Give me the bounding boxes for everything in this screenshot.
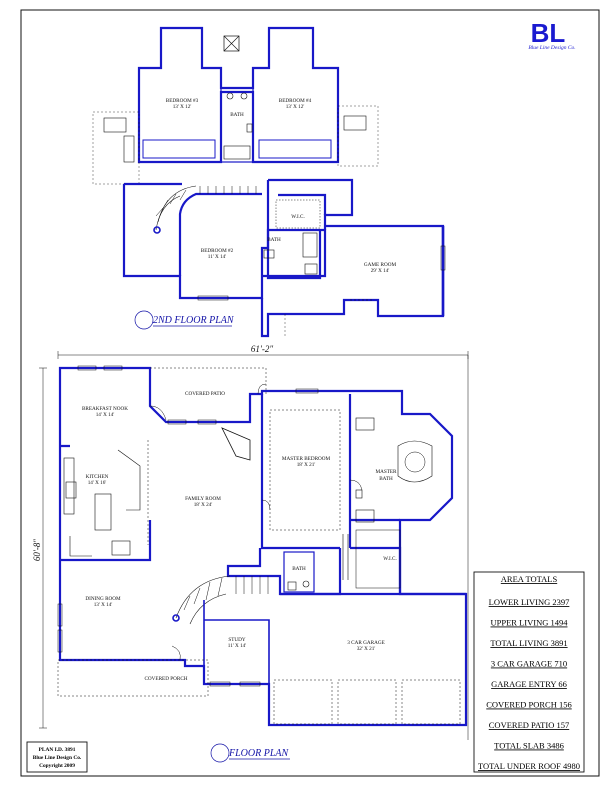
area-totals-table: AREA TOTALS [473,571,585,773]
area-row-6: COVERED PATIO 157 [489,720,569,730]
room-size-master: 18' X 21' [297,462,316,468]
room-name-breakfast: BREAKFAST NOOK [82,406,128,412]
area-row-0: LOWER LIVING 2397 [489,597,570,607]
first-floor-title-text: FLOOR PLAN [228,748,290,759]
area-totals-title: AREA TOTALS [501,574,558,584]
room-name-bath-lower: BATH [292,566,306,572]
width-dimension: 61'-2" [251,344,273,354]
room-name-kitchen: KITCHEN [86,474,109,480]
second-floor-title-text: 2ND FLOOR PLAN [153,315,235,326]
first-floor-plan [57,365,468,727]
room-size-game: 29' X 14' [371,268,390,274]
second-floor-title: 2ND FLOOR PLAN [134,310,235,330]
room-name-study: STUDY [228,637,246,643]
area-row-4: GARAGE ENTRY 66 [491,679,567,689]
room-size-bed3: 13' X 12' [173,104,192,110]
room-name-wic-upper: W.I.C. [291,214,305,220]
logo-script: Blue Line Design Co. [528,45,575,51]
room-name-garage: 3 CAR GARAGE [347,640,384,646]
room-size-bed4: 13' X 12' [286,104,305,110]
area-row-7: TOTAL SLAB 3486 [494,741,564,751]
room-size-study: 11' X 14' [228,643,246,649]
room-name-game: GAME ROOM [364,262,397,268]
room-name-covporch: COVERED PORCH [144,676,187,682]
company-logo: BL Blue Line Design Co. [528,18,575,51]
room-name-family: FAMILY ROOM [185,496,221,502]
area-row-1: UPPER LIVING 1494 [491,618,569,628]
room-name-bed2: BEDROOM #2 [201,248,234,254]
logo-letters: BL [531,18,566,48]
dimension-lines [39,351,469,740]
plan-id: PLAN I.D. 3891 [39,747,76,753]
area-row-2: TOTAL LIVING 3891 [490,638,567,648]
room-name-covpatio: COVERED PATIO [185,391,225,397]
room-name-bed4: BEDROOM #4 [279,98,312,104]
area-row-5: COVERED PORCH 156 [486,700,571,710]
depth-dimension: 60'-8" [32,539,42,561]
room-size-bed2: 11' X 14' [208,254,226,260]
room-name-mbath-2: BATH [379,476,393,482]
room-size-garage: 32' X 21' [357,646,376,652]
room-name-master: MASTER BEDROOM [282,456,331,462]
sheet-border [20,9,600,777]
second-floor-labels: BEDROOM #3 13' X 12' BEDROOM #4 13' X 12… [166,98,397,274]
room-name-dining: DINING ROOM [85,596,121,602]
area-row-3: 3 CAR GARAGE 710 [491,659,567,669]
plan-company: Blue Line Design Co. [33,755,82,761]
plan-id-box: PLAN I.D. 3891 Blue Line Design Co. Copy… [26,741,88,773]
room-size-dining: 13' X 14' [94,602,113,608]
room-size-breakfast: 14' X 14' [96,412,115,418]
area-row-8: TOTAL UNDER ROOF 4980 [478,761,580,771]
room-size-family: 18' X 24' [194,502,213,508]
room-name-wic: W.I.C. [383,556,397,562]
first-floor-labels: COVERED PATIO BREAKFAST NOOK 14' X 14' K… [82,391,397,682]
room-name-bath-upper: BATH [230,112,244,118]
room-name-mbath: MASTER [375,469,397,475]
plan-copyright: Copyright 2009 [39,763,75,769]
second-floor-plan [92,26,446,338]
first-floor-title: FLOOR PLAN [210,743,290,763]
room-name-bed3: BEDROOM #3 [166,98,199,104]
room-name-bath2: BATH [267,237,281,243]
room-size-kitchen: 14' X 16' [88,480,107,486]
